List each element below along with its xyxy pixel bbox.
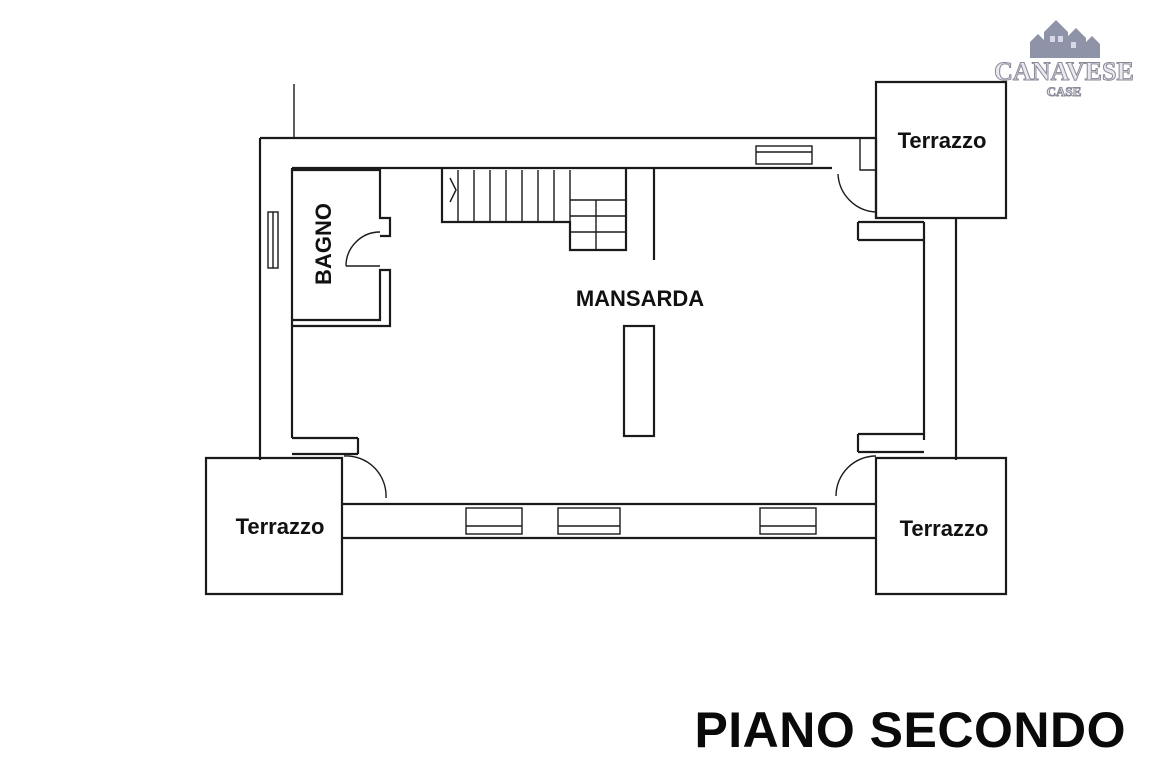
plan-title: PIANO SECONDO: [694, 702, 1126, 758]
room-label-terrazzo-bottom-left: Terrazzo: [236, 514, 325, 539]
door-swings: [343, 173, 877, 499]
logo-sub-text: CASE: [1047, 84, 1082, 99]
room-label-mansarda: MANSARDA: [576, 286, 704, 311]
room-label-terrazzo-bottom-right: Terrazzo: [900, 516, 989, 541]
staircase: [440, 168, 656, 260]
canavese-case-logo: CANAVESE CASE: [994, 20, 1134, 100]
room-label-terrazzo-top-right: Terrazzo: [898, 128, 987, 153]
bagno-walls: [267, 168, 392, 328]
terrazzo-bottom-right-area: [874, 456, 1008, 596]
houses-icon: [1030, 20, 1100, 58]
outer-walls: [258, 136, 958, 540]
top-window: [755, 145, 813, 165]
bottom-windows: [465, 507, 817, 535]
logo-brand-text: CANAVESE: [994, 57, 1134, 86]
central-pillar: [622, 324, 656, 438]
terrazzo-top-right-area: [859, 80, 1008, 220]
terrazzo-bottom-left-area: [204, 456, 344, 596]
room-label-bagno: BAGNO: [311, 203, 336, 285]
